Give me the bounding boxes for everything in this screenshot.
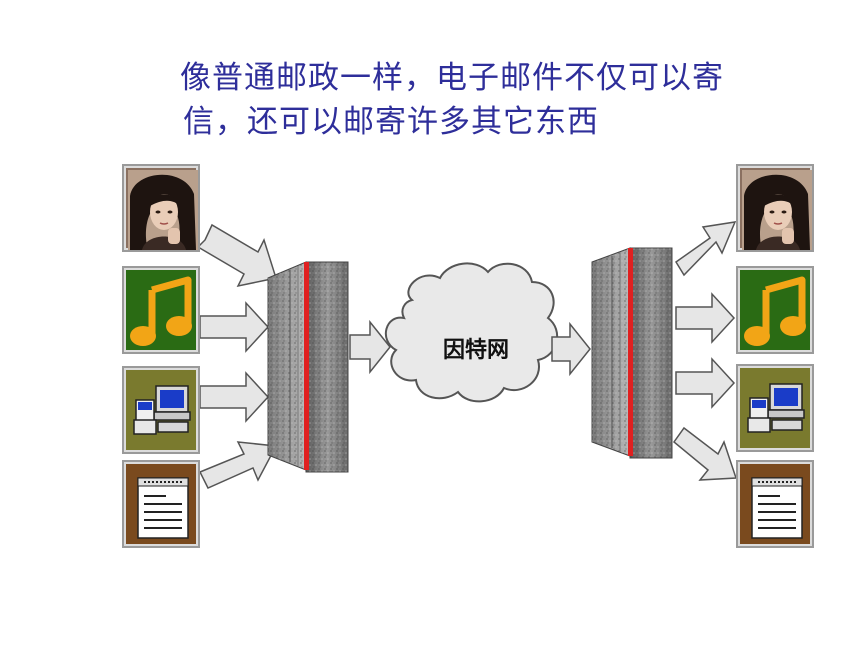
arrow-server-to-internet — [349, 319, 391, 375]
arrow-internet-to-server — [551, 321, 591, 377]
sent-document-tile — [122, 460, 200, 548]
computer-program-icon — [133, 385, 191, 435]
computer-program-icon — [747, 383, 805, 433]
sending-mail-server — [267, 261, 349, 473]
sent-photo-tile — [122, 164, 200, 252]
arrow-music-to-server — [199, 301, 270, 353]
received-document-tile — [736, 460, 814, 548]
caption-line-1: 像普通邮政一样，电子邮件不仅可以寄 — [180, 60, 724, 96]
text-document-icon — [751, 477, 803, 539]
received-music-tile — [736, 266, 814, 354]
caption-line-2: 信，还可以邮寄许多其它东西 — [183, 104, 599, 140]
music-note-icon — [130, 276, 192, 346]
arrow-server-to-program — [675, 357, 736, 409]
music-note-icon — [744, 276, 806, 346]
received-photo-tile — [736, 164, 814, 252]
photo-icon — [128, 170, 198, 250]
photo-icon — [742, 170, 812, 250]
sent-program-tile — [122, 366, 200, 454]
arrow-document-to-server — [198, 441, 278, 489]
arrow-server-to-document — [672, 426, 738, 481]
sent-music-tile — [122, 266, 200, 354]
arrow-program-to-server — [199, 371, 270, 423]
arrow-photo-to-server — [196, 223, 277, 288]
internet-label: 因特网 — [443, 337, 509, 363]
text-document-icon — [137, 477, 189, 539]
receiving-mail-server — [591, 247, 673, 459]
received-program-tile — [736, 364, 814, 452]
arrow-server-to-music — [675, 292, 736, 344]
arrow-server-to-photo — [674, 221, 737, 277]
internet-cloud: 因特网 — [385, 262, 558, 403]
